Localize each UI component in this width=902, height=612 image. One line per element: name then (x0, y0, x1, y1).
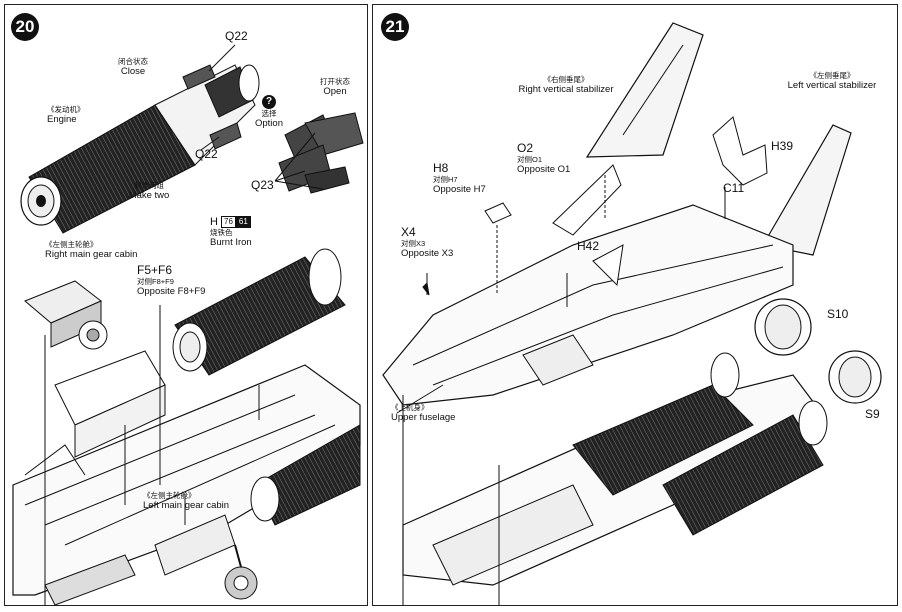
part-s9: S9 (865, 407, 880, 421)
upper-fuselage-part (382, 164, 794, 406)
left-stabilizer-label: 《左侧垂尾》 Left vertical stabilizer (787, 71, 877, 91)
step-20-illustration (12, 44, 364, 606)
step-21-illustration (382, 22, 882, 605)
engine-bottom (172, 248, 346, 376)
lower-fuselage (12, 364, 361, 606)
step-21-panel: 21 《右侧垂尾》 Right vertical stabilizer 《左侧垂… (372, 4, 898, 606)
engine-label: 《发动机》 Engine (47, 105, 85, 125)
h8-label: H8 对侧H7 Opposite H7 (433, 161, 486, 195)
left-gear-cabin-label: 《左侧主轮舱》 Left main gear cabin (143, 491, 230, 511)
engine-top (20, 64, 260, 234)
part-s10: S10 (827, 307, 849, 321)
h8-part (484, 202, 512, 224)
paint-code-b: 61 (235, 216, 251, 229)
option-label: ? 选择 Option (255, 95, 283, 129)
part-c11: C11 (723, 181, 745, 195)
o2-label: O2 对侧O1 Opposite O1 (517, 141, 571, 175)
part-h42: H42 (577, 239, 600, 253)
make-two-label: 制作两组 Make two (128, 181, 170, 201)
close-label: 闭合状态 Close (118, 57, 148, 77)
step-number-21: 21 (381, 13, 409, 41)
nozzle-petals-q23 (274, 112, 364, 194)
right-gear-cabin-label: 《左侧主轮舱》 Right main gear cabin (45, 240, 138, 260)
paint-code-a: 76 (221, 216, 236, 229)
step-20-panel: 20 Q22 Q22 Q23 闭合状态 Close 打开状态 Open ? 选择… (4, 4, 368, 606)
open-label: 打开状态 Open (320, 77, 350, 97)
part-q23: Q23 (251, 178, 274, 192)
part-h39: H39 (771, 139, 794, 153)
right-stabilizer-label: 《右侧垂尾》 Right vertical stabilizer (518, 75, 614, 95)
h39-part (712, 116, 768, 186)
lower-fuselage-engines (402, 352, 828, 586)
part-q22-top: Q22 (225, 29, 248, 43)
f5-f6-label: F5+F6 对侧F8+F9 Opposite F8+F9 (137, 263, 206, 297)
x4-part (422, 281, 430, 296)
option-question-icon: ? (262, 95, 276, 109)
right-gear-cabin-part (24, 280, 108, 350)
right-stabilizer-part (585, 22, 704, 158)
x4-label: X4 对侧X3 Opposite X3 (401, 225, 454, 259)
upper-fuselage-label: 《上机身》 Upper fuselage (391, 403, 456, 423)
part-q22-bottom: Q22 (195, 147, 218, 161)
step-number-20: 20 (11, 13, 39, 41)
left-stabilizer-part (762, 124, 852, 256)
